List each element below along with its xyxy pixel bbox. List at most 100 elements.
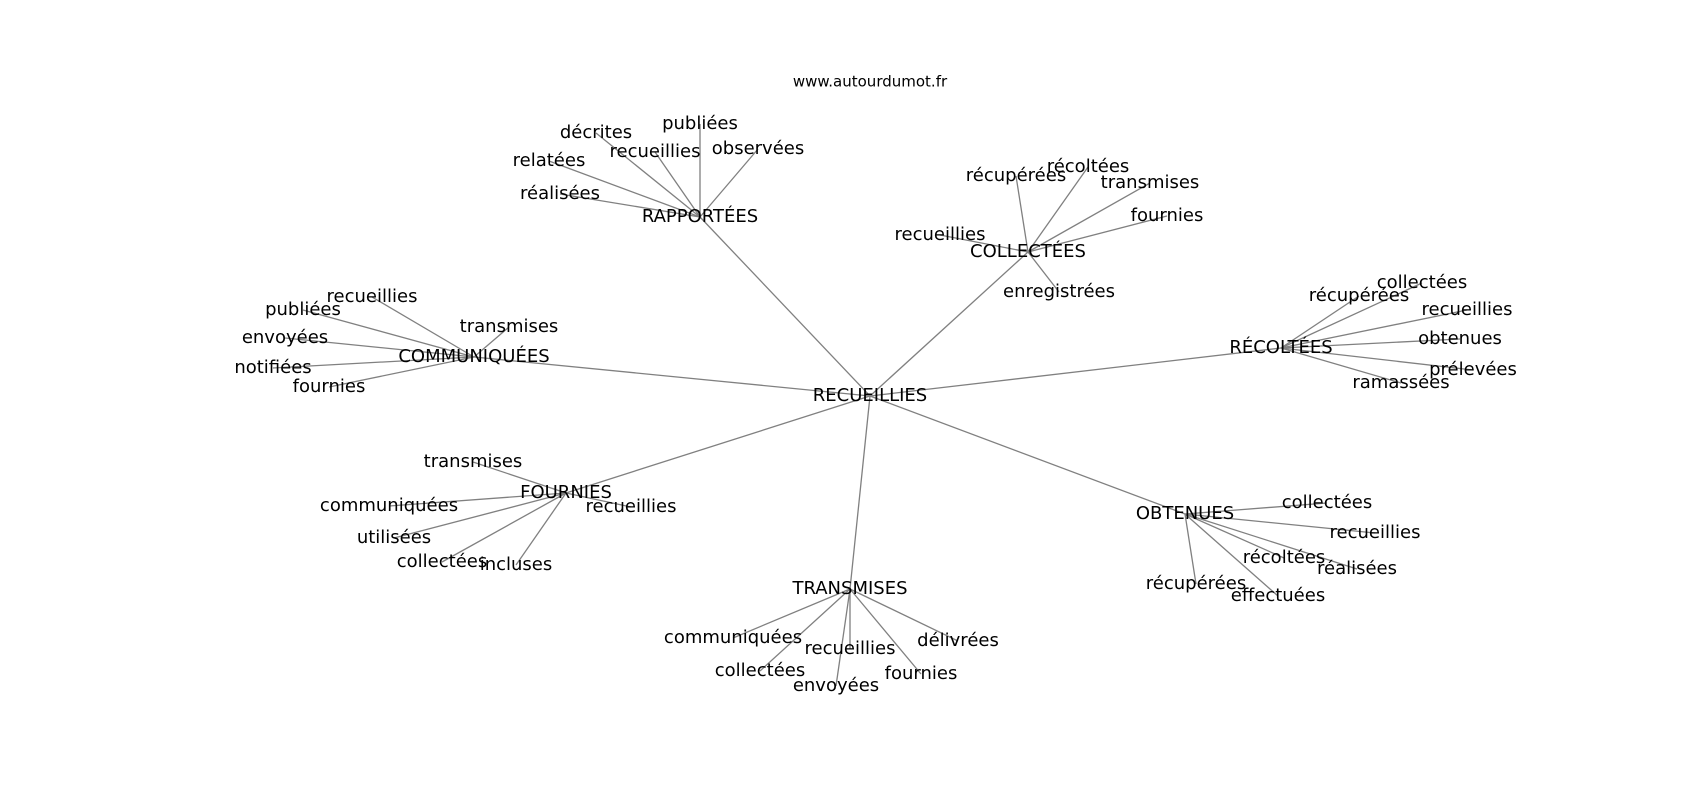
edge-fournies-leaf <box>388 492 567 507</box>
edge-root-rapportees <box>699 216 871 397</box>
edge-fournies-leaf <box>441 492 567 563</box>
leaf-word[interactable]: obtenues <box>1418 328 1502 349</box>
edge-collectees-leaf <box>1027 182 1151 253</box>
leaf-word[interactable]: relatées <box>513 150 586 171</box>
leaf-word[interactable]: recueillies <box>805 638 896 659</box>
graph-labels: décrites publiées relatées recueillies obser… <box>234 113 1517 696</box>
edge-collectees-leaf <box>1027 251 1060 293</box>
leaf-word[interactable]: transmises <box>1101 172 1200 193</box>
leaf-word[interactable]: décrites <box>560 122 632 143</box>
leaf-word[interactable]: fournies <box>1131 205 1204 226</box>
leaf-word[interactable]: recueillies <box>895 224 986 245</box>
leaf-word[interactable]: observées <box>712 138 804 159</box>
leaf-word[interactable]: recueillies <box>327 286 418 307</box>
leaf-word[interactable]: collectées <box>397 551 487 572</box>
edge-recoltees-leaf <box>1280 338 1461 349</box>
edge-obtenues-leaf <box>1184 513 1279 597</box>
leaf-word[interactable]: collectées <box>715 660 805 681</box>
edge-communiquees-leaf <box>272 356 475 369</box>
leaf-word[interactable]: transmises <box>424 451 523 472</box>
edge-obtenues-leaf <box>1184 513 1285 559</box>
root-word[interactable]: RECUEILLIES <box>813 385 927 406</box>
edge-rapportees-leaf <box>699 148 759 218</box>
edge-fournies-leaf <box>472 461 567 494</box>
leaf-word[interactable]: publiées <box>265 299 341 320</box>
edge-transmises-leaf <box>759 588 851 672</box>
edge-rapportees-leaf <box>654 151 701 218</box>
edge-root-communiquees <box>473 356 871 397</box>
edge-rapportees-leaf <box>548 160 701 218</box>
leaf-word[interactable]: effectuées <box>1231 585 1325 606</box>
leaf-word[interactable]: envoyées <box>242 327 328 348</box>
edge-recoltees-leaf <box>1280 309 1468 349</box>
edge-collectees-leaf <box>939 234 1029 253</box>
hub-word-rapportees[interactable]: RAPPORTÉES <box>642 205 758 227</box>
hub-word-fournies[interactable]: FOURNIES <box>520 482 612 503</box>
edge-obtenues-leaf <box>1184 513 1358 570</box>
edge-root-obtenues <box>869 395 1186 515</box>
leaf-word[interactable]: fournies <box>885 663 958 684</box>
edge-root-recoltees <box>869 347 1282 397</box>
edge-collectees-leaf <box>1015 175 1029 253</box>
edge-recoltees-leaf <box>1280 295 1360 349</box>
leaf-word[interactable]: utilisées <box>357 527 431 548</box>
edge-communiquees-leaf <box>473 326 510 358</box>
leaf-word[interactable]: communiquées <box>664 627 802 648</box>
leaf-word[interactable]: récupérées <box>1146 573 1246 594</box>
leaf-word[interactable]: recueillies <box>586 496 677 517</box>
graph-edges <box>272 124 1474 687</box>
leaf-word[interactable]: communiquées <box>320 495 458 516</box>
leaf-word[interactable]: réalisées <box>520 183 600 204</box>
leaf-word[interactable]: recueillies <box>610 141 701 162</box>
edge-transmises-leaf <box>849 588 922 675</box>
edge-obtenues-leaf <box>1184 513 1197 585</box>
edge-fournies-leaf <box>515 492 567 566</box>
leaf-word[interactable]: incluses <box>480 554 553 575</box>
edge-transmises-leaf <box>849 588 959 642</box>
hub-word-recoltees[interactable]: RÉCOLTÉES <box>1229 336 1332 358</box>
edge-root-transmises <box>849 395 871 590</box>
leaf-word[interactable]: ramassées <box>1352 372 1449 393</box>
site-url: www.autourdumot.fr <box>793 73 948 91</box>
leaf-word[interactable]: transmises <box>460 316 559 337</box>
edge-obtenues-leaf <box>1184 513 1376 534</box>
edge-recoltees-leaf <box>1280 347 1474 371</box>
leaf-word[interactable]: récupérées <box>1309 285 1409 306</box>
leaf-word[interactable]: notifiées <box>234 357 311 378</box>
leaf-word[interactable]: réalisées <box>1317 558 1397 579</box>
hub-word-collectees[interactable]: COLLECTÉES <box>970 240 1086 262</box>
edge-transmises-leaf <box>732 588 851 639</box>
leaf-word[interactable]: collectées <box>1282 492 1372 513</box>
hub-word-communiquees[interactable]: COMMUNIQUÉES <box>398 345 549 367</box>
edge-communiquees-leaf <box>284 337 475 358</box>
edge-recoltees-leaf <box>1280 347 1402 384</box>
edge-communiquees-leaf <box>302 309 475 358</box>
hub-word-obtenues[interactable]: OBTENUES <box>1136 503 1234 524</box>
edge-root-fournies <box>565 395 871 494</box>
leaf-word[interactable]: récupérées <box>966 165 1066 186</box>
edge-transmises-leaf <box>835 588 851 687</box>
leaf-word[interactable]: enregistrées <box>1003 281 1115 302</box>
leaf-word[interactable]: délivrées <box>917 630 999 651</box>
leaf-word[interactable]: fournies <box>293 376 366 397</box>
leaf-word[interactable]: collectées <box>1377 272 1467 293</box>
edge-collectees-leaf <box>1027 215 1168 253</box>
leaf-word[interactable]: publiées <box>662 113 738 134</box>
edge-fournies-leaf <box>393 492 567 539</box>
leaf-word[interactable]: récoltées <box>1243 547 1326 568</box>
edge-rapportees-leaf <box>559 193 701 218</box>
edge-obtenues-leaf <box>1184 502 1328 515</box>
edge-collectees-leaf <box>1027 166 1089 253</box>
leaf-word[interactable]: envoyées <box>793 675 879 696</box>
leaf-word[interactable]: récoltées <box>1047 156 1130 177</box>
edge-rapportees-leaf <box>595 132 701 218</box>
edge-communiquees-leaf <box>371 296 475 358</box>
edge-communiquees-leaf <box>328 356 475 388</box>
hub-word-transmises[interactable]: TRANSMISES <box>791 578 907 599</box>
leaf-word[interactable]: prélevées <box>1429 359 1517 380</box>
edge-root-collectees <box>869 251 1029 397</box>
leaf-word[interactable]: recueillies <box>1422 299 1513 320</box>
edge-recoltees-leaf <box>1280 282 1423 349</box>
leaf-word[interactable]: recueillies <box>1330 522 1421 543</box>
